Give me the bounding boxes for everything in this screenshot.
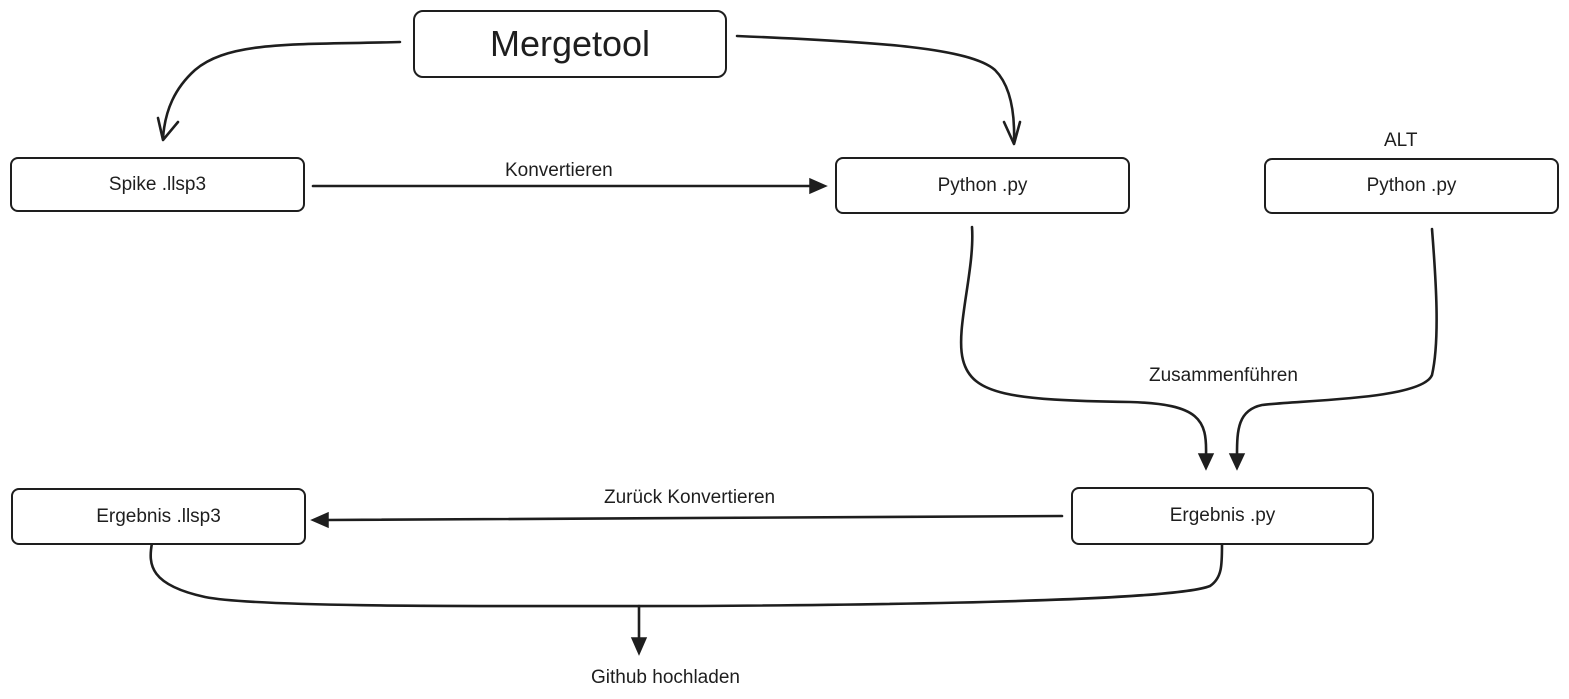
arrow-python-to-ergebnis (959, 225, 1208, 457)
arrow-python-to-ergebnis-head (1197, 453, 1215, 471)
node-spike-llsp3: Spike .llsp3 (10, 157, 305, 212)
arrow-alt-to-ergebnis-head (1228, 453, 1246, 471)
node-ergebnis-py: Ergebnis .py (1071, 487, 1374, 545)
node-ergebnis-llsp3-label: Ergebnis .llsp3 (96, 505, 221, 527)
arrow-zurueck-konvertieren (325, 514, 1064, 522)
label-alt: ALT (1384, 130, 1418, 151)
arrow-konvertieren-head (809, 177, 828, 195)
arrow-mergetool-to-python (735, 34, 1016, 144)
label-zusammenfuehren: Zusammenführen (1149, 365, 1298, 386)
arrow-zurueck-konvertieren-head (310, 511, 329, 529)
node-ergebnis-llsp3: Ergebnis .llsp3 (11, 488, 306, 545)
arrow-mergetool-to-python-head (1002, 120, 1022, 146)
label-konvertieren: Konvertieren (505, 160, 613, 181)
node-ergebnis-py-label: Ergebnis .py (1169, 505, 1276, 526)
node-python-py-label: Python .py (937, 174, 1028, 196)
node-python-py: Python .py (835, 157, 1130, 214)
node-spike-llsp3-label: Spike .llsp3 (108, 173, 207, 195)
arrow-mergetool-to-spike-head (156, 116, 180, 142)
label-zurueck-konvertieren: Zurück Konvertieren (604, 487, 776, 508)
node-python-py-alt-label: Python .py (1366, 175, 1457, 196)
arrow-mergetool-to-spike (161, 40, 402, 140)
node-mergetool: Mergetool (413, 10, 727, 78)
label-github-hochladen: Github hochladen (591, 667, 740, 688)
bracket-to-github (149, 541, 1224, 608)
node-python-py-alt: Python .py (1264, 158, 1559, 214)
node-mergetool-label: Mergetool (489, 23, 651, 64)
arrow-alt-to-ergebnis (1235, 227, 1438, 457)
arrow-github-head (630, 637, 648, 656)
